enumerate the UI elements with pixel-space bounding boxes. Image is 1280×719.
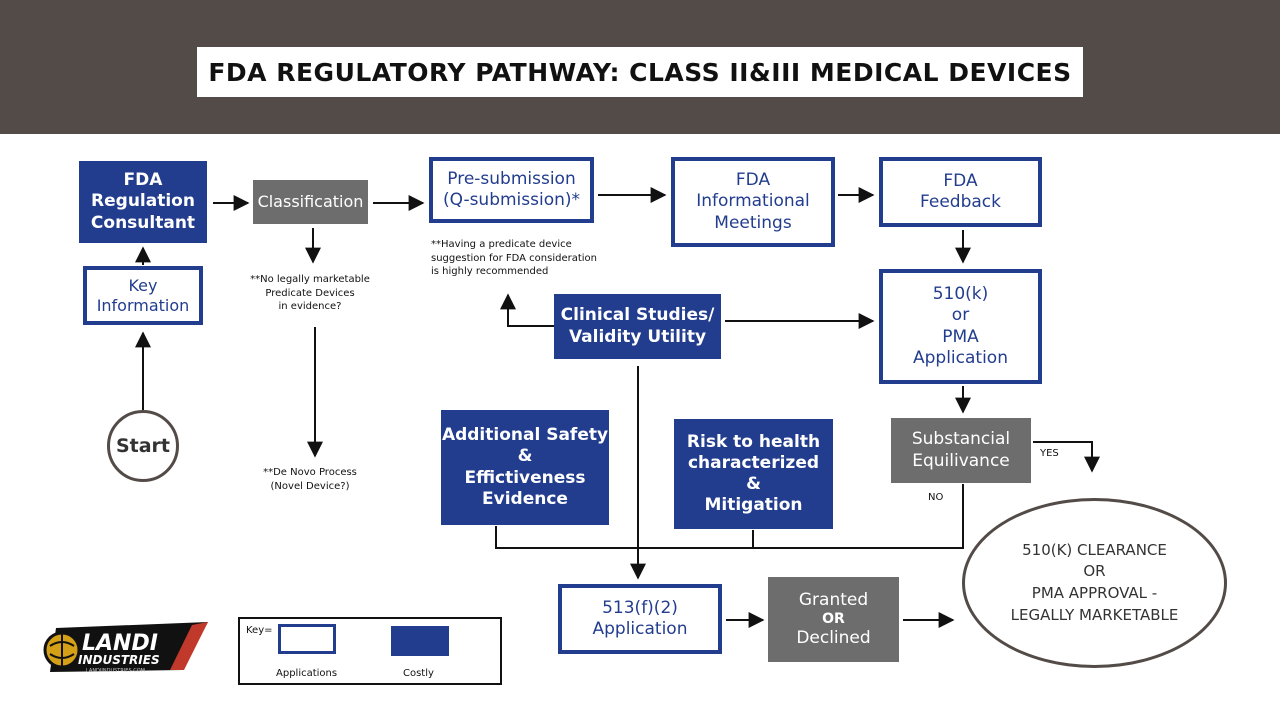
safety-line-4: Evidence — [482, 488, 568, 509]
final-line-3: PMA APPROVAL - — [1031, 584, 1158, 602]
key-applications-label: Applications — [276, 668, 338, 679]
clinical-line-2: Validity Utility — [568, 326, 707, 347]
predicate-note: **Having a predicate device suggestion f… — [431, 238, 597, 279]
predicate-note-line-3: is highly recommended — [431, 266, 549, 277]
start-label: Start — [115, 435, 171, 457]
start-node: Start — [107, 410, 179, 482]
predicate-note-line-1: **Having a predicate device — [431, 239, 572, 250]
de-novo-line-2: (Novel Device?) — [270, 480, 350, 492]
key-costly-label: Costly — [403, 668, 434, 679]
de-novo-note: **De Novo Process (Novel Device?) — [255, 466, 365, 493]
risk-line-1: Risk to health — [686, 431, 821, 452]
app513-line-2: Application — [592, 619, 688, 639]
app513-line-1: 513(f)(2) — [602, 597, 678, 618]
no-predicate-line-1: **No legally marketable — [250, 274, 370, 285]
logo-text-industries: INDUSTRIES — [78, 653, 160, 667]
safety-line-1: Additional Safety — [441, 425, 609, 445]
app510k-line-4: Application — [913, 347, 1008, 368]
substancial-equilivance: Substancial Equilivance — [891, 418, 1031, 483]
consultant-line-2: Regulation — [91, 191, 195, 212]
fda-feedback: FDA Feedback — [879, 157, 1042, 227]
final-line-1: 510(K) CLEARANCE — [1022, 540, 1167, 559]
final-outcome: 510(K) CLEARANCE OR PMA APPROVAL - LEGAL… — [962, 498, 1227, 668]
legend-key: Key= Applications Costly — [238, 617, 502, 685]
classification-label: Classification — [257, 192, 364, 211]
fda-regulation-consultant: FDA Regulation Consultant — [79, 161, 207, 243]
granted-line-2: OR — [822, 610, 845, 627]
substancial-line-2: Equilivance — [912, 450, 1010, 471]
clinical-studies: Clinical Studies/ Validity Utility — [554, 294, 721, 359]
no-predicate-note: **No legally marketable Predicate Device… — [245, 273, 375, 314]
no-label: NO — [928, 492, 944, 503]
meetings-line-1: FDA — [735, 170, 771, 191]
meetings-line-2: Informational — [696, 191, 810, 212]
final-line-2: OR — [1083, 562, 1106, 581]
no-predicate-line-2: Predicate Devices — [265, 287, 355, 299]
granted-line-1: Granted — [798, 589, 869, 610]
app510k-line-2: or — [951, 305, 970, 326]
key-info-line-1: Key — [128, 275, 158, 295]
risk-to-health: Risk to health characterized & Mitigatio… — [674, 419, 833, 529]
app510k-line-1: 510(k) — [932, 284, 989, 304]
fda-informational-meetings: FDA Informational Meetings — [671, 157, 835, 247]
risk-line-3: & — [746, 474, 761, 494]
510k-or-pma-application: 510(k) or PMA Application — [879, 269, 1042, 384]
key-applications-swatch — [278, 624, 336, 654]
consultant-line-1: FDA — [123, 170, 163, 191]
risk-line-2: characterized — [687, 452, 820, 473]
yes-label: YES — [1040, 448, 1059, 459]
app510k-line-3: PMA — [942, 326, 979, 347]
granted-line-3: Declined — [796, 628, 871, 649]
logo-text-landi: LANDI — [82, 631, 158, 656]
substancial-line-1: Substancial — [911, 429, 1011, 450]
title-box: FDA REGULATORY PATHWAY: CLASS II&III MED… — [197, 47, 1083, 97]
feedback-line-1: FDA — [943, 170, 978, 191]
no-predicate-line-3: in evidence? — [278, 301, 342, 312]
risk-line-4: Mitigation — [704, 495, 803, 516]
clinical-line-1: Clinical Studies/ — [560, 305, 715, 326]
key-information: Key Information — [83, 266, 203, 325]
logo-text-url: LANDIINDUSTRIES.COM — [86, 668, 145, 674]
safety-line-2: & — [517, 446, 533, 467]
safety-line-3: Effictiveness — [464, 467, 586, 488]
bracket-evidence-merge — [495, 484, 964, 549]
consultant-line-3: Consultant — [90, 212, 196, 233]
classification: Classification — [253, 180, 368, 224]
pre-submission: Pre-submission (Q-submission)* — [429, 157, 594, 223]
final-line-4: LEGALLY MARKETABLE — [1010, 605, 1179, 624]
presub-line-2: (Q-submission)* — [442, 190, 581, 210]
513f2-application: 513(f)(2) Application — [558, 584, 722, 654]
page-title: FDA REGULATORY PATHWAY: CLASS II&III MED… — [208, 57, 1072, 87]
key-title: Key= — [246, 625, 273, 636]
arrow-yes-to-final — [1033, 441, 1100, 473]
meetings-line-3: Meetings — [714, 212, 792, 233]
predicate-note-line-2: suggestion for FDA consideration — [431, 252, 598, 264]
key-info-line-2: Information — [96, 295, 190, 315]
feedback-line-2: Feedback — [920, 192, 1001, 212]
key-costly-swatch — [391, 626, 449, 656]
presub-line-1: Pre-submission — [447, 168, 576, 189]
additional-safety-evidence: Additional Safety & Effictiveness Eviden… — [441, 410, 609, 525]
arrow-clinical-to-presub — [500, 293, 554, 327]
landi-industries-logo: LANDI INDUSTRIES LANDIINDUSTRIES.COM — [43, 622, 208, 674]
de-novo-line-1: **De Novo Process — [263, 467, 357, 478]
granted-or-declined: Granted OR Declined — [768, 577, 899, 662]
